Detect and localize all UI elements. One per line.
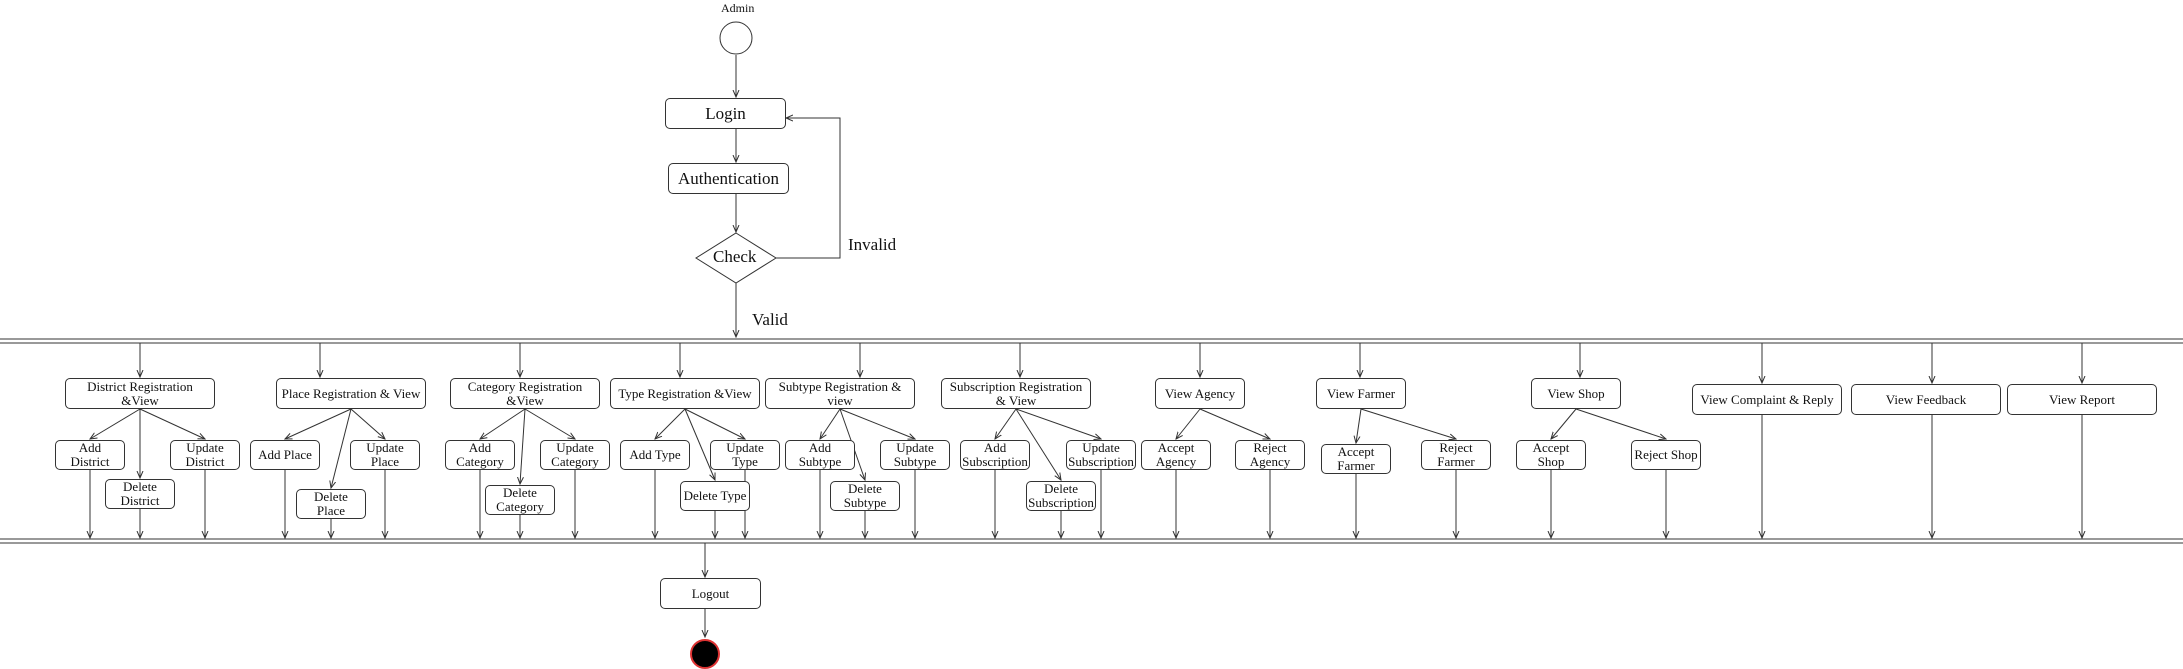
edge-branch-1-child-3 [139, 408, 205, 439]
branch-box-8: View Farmer [1316, 378, 1406, 409]
branch-2-child-1: Add Place [250, 440, 320, 470]
branch-box-4: Type Registration &View [610, 378, 760, 409]
actor-label: Admin [721, 1, 755, 15]
branch-5-child-1: Add Subtype [785, 440, 855, 470]
branch-1-child-1: Add District [55, 440, 125, 470]
edge-branch-7-child-1 [1176, 408, 1201, 439]
edge-branch-5-child-1 [820, 408, 841, 439]
edge-branch-6-child-1 [995, 408, 1017, 439]
edge-branch-7-child-2 [1199, 408, 1270, 439]
branch-box-1: District Registration &View [65, 378, 215, 409]
branch-8-child-2: Reject Farmer [1421, 440, 1491, 470]
branch-8-child-1: Accept Farmer [1321, 444, 1391, 474]
edge-branch-2-child-3 [350, 408, 385, 439]
edge-branch-9-child-2 [1575, 408, 1666, 439]
edge-branch-4-child-3 [684, 408, 745, 439]
edge-branch-2-child-2 [331, 408, 352, 488]
branch-box-7: View Agency [1155, 378, 1245, 409]
branch-1-child-2: Delete District [105, 479, 175, 509]
login-box: Login [665, 98, 786, 129]
invalid-label: Invalid [848, 235, 897, 254]
branch-2-child-2: Delete Place [296, 489, 366, 519]
branch-9-child-2: Reject Shop [1631, 440, 1701, 470]
end-node [690, 639, 720, 669]
branch-box-6: Subscription Registration & View [941, 378, 1091, 409]
edge-branch-6-child-2 [1015, 408, 1061, 480]
edge-branch-4-child-1 [655, 408, 686, 439]
branch-6-child-1: Add Subscription [960, 440, 1030, 470]
branch-3-child-1: Add Category [445, 440, 515, 470]
branch-box-5: Subtype Registration & view [765, 378, 915, 409]
edge-branch-4-child-2 [684, 408, 715, 480]
branch-6-child-3: Update Subscription [1066, 440, 1136, 470]
branch-box-11: View Feedback [1851, 384, 2001, 415]
branch-1-child-3: Update District [170, 440, 240, 470]
branch-9-child-1: Accept Shop [1516, 440, 1586, 470]
branch-6-child-2: Delete Subscription [1026, 481, 1096, 511]
edge-branch-3-child-3 [524, 408, 575, 439]
branch-box-9: View Shop [1531, 378, 1621, 409]
edge-branch-8-child-2 [1360, 408, 1456, 439]
edge-branch-6-child-3 [1015, 408, 1101, 439]
branch-box-12: View Report [2007, 384, 2157, 415]
edge-branch-1-child-1 [90, 408, 141, 439]
edge-branch-3-child-2 [520, 408, 526, 484]
branch-5-child-3: Update Subtype [880, 440, 950, 470]
branch-box-3: Category Registration &View [450, 378, 600, 409]
edge-branch-2-child-1 [285, 408, 352, 439]
edge-branch-5-child-3 [839, 408, 915, 439]
branch-7-child-2: Reject Agency [1235, 440, 1305, 470]
branch-7-child-1: Accept Agency [1141, 440, 1211, 470]
branch-box-10: View Complaint & Reply [1692, 384, 1842, 415]
branch-3-child-2: Delete Category [485, 485, 555, 515]
branch-box-2: Place Registration & View [276, 378, 426, 409]
branch-5-child-2: Delete Subtype [830, 481, 900, 511]
edge-branch-8-child-1 [1356, 408, 1362, 443]
branch-4-child-3: Update Type [710, 440, 780, 470]
edge-branch-3-child-1 [480, 408, 526, 439]
start-node [719, 21, 753, 55]
valid-label: Valid [752, 310, 788, 329]
branch-3-child-3: Update Category [540, 440, 610, 470]
edge-branch-9-child-1 [1551, 408, 1577, 439]
edge-invalid-loop [776, 118, 841, 259]
authentication-box: Authentication [668, 163, 789, 194]
logout-box: Logout [660, 578, 761, 609]
branch-4-child-1: Add Type [620, 440, 690, 470]
branch-2-child-3: Update Place [350, 440, 420, 470]
branch-4-child-2: Delete Type [680, 481, 750, 511]
check-label: Check [713, 247, 757, 266]
